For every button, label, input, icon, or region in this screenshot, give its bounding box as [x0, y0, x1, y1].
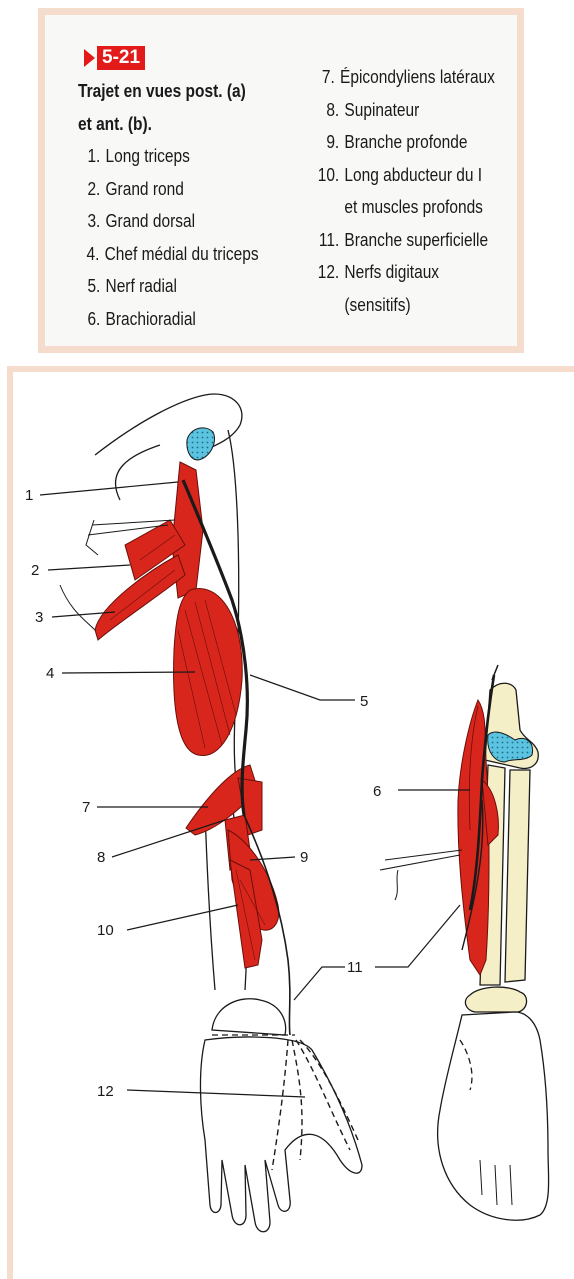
anterior-elbow-cartilage: [488, 732, 533, 762]
scapula-outline: [95, 394, 242, 455]
callout-label-12: 12: [97, 1083, 114, 1100]
anterior-ulna: [505, 770, 530, 982]
anterior-carpal: [465, 987, 526, 1012]
posterior-muscles: [95, 462, 279, 968]
callout-label-11: 11: [347, 959, 363, 976]
callout-label-7: 7: [82, 799, 90, 816]
callout-label-9: 9: [300, 849, 308, 866]
ulna-outline: [205, 810, 215, 990]
humeral-head-cartilage: [187, 428, 215, 460]
anterior-hand-outline: [438, 1012, 549, 1220]
callout-labels: 1 2 3 4 5 6 7 8 9 10 11 12: [25, 487, 381, 1100]
callout-label-3: 3: [35, 609, 43, 626]
callout-label-6: 6: [373, 783, 381, 800]
callout-label-2: 2: [31, 562, 39, 579]
callout-label-5: 5: [360, 693, 368, 710]
posterior-view: [60, 394, 362, 1232]
callout-label-4: 4: [46, 665, 54, 682]
anterior-view: [380, 665, 549, 1220]
callout-label-8: 8: [97, 849, 105, 866]
anterior-pin-icon: [492, 665, 498, 680]
callout-label-10: 10: [97, 922, 114, 939]
carpal-bones: [212, 999, 286, 1035]
scapula-spine: [116, 445, 160, 500]
callout-label-1: 1: [25, 487, 33, 504]
anterior-retractor-icon: [380, 850, 462, 900]
posterior-hand-outline: [200, 1037, 362, 1232]
